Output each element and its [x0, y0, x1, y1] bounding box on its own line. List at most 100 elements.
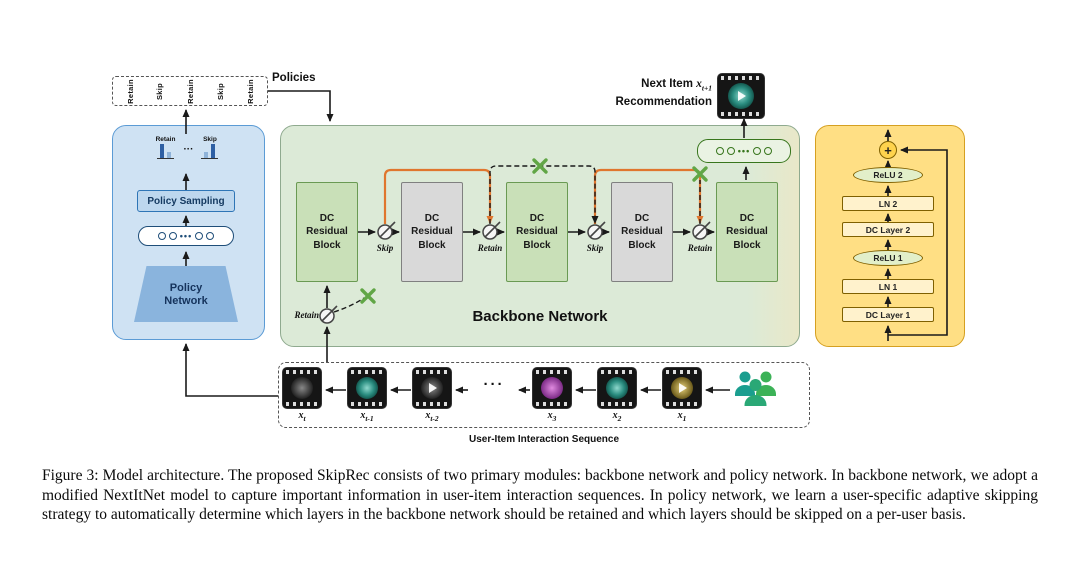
- bars: [157, 143, 174, 159]
- block-line: Block: [418, 239, 446, 251]
- ln1-node: LN 1: [842, 279, 934, 294]
- next-item-text: Next Item: [641, 78, 693, 90]
- film-reel-icon: [541, 377, 563, 399]
- policy-label: Skip: [155, 82, 165, 100]
- circle: [764, 147, 773, 155]
- item-label: x2: [612, 410, 622, 423]
- block-line: Residual: [306, 226, 348, 238]
- figure-caption: Figure 3: Model architecture. The propos…: [42, 467, 1038, 524]
- dc-residual-block-4: DC Residual Block: [611, 182, 673, 282]
- gate-label-skip-1: Skip: [376, 243, 394, 253]
- chart-label: Skip: [203, 136, 217, 143]
- residual-add-node: +: [879, 141, 897, 159]
- ellipsis: ···: [183, 144, 194, 155]
- policy-network-label-line2: Network: [164, 294, 208, 307]
- block-line: Block: [523, 239, 551, 251]
- retain-probability-chart: Retain: [155, 136, 176, 159]
- film-reel-icon: [291, 377, 313, 399]
- ellipsis: •••: [179, 230, 193, 241]
- block-line: DC: [319, 212, 335, 224]
- policies-title: Policies: [272, 72, 316, 84]
- item-label: xt-1: [360, 410, 374, 423]
- ellipsis: •••: [737, 145, 751, 156]
- sampling-probability-charts: Retain ··· Skip: [126, 136, 248, 159]
- item-thumbnail: [598, 368, 636, 408]
- item-thumbnail: [348, 368, 386, 408]
- gate-label-retain-4: Retain: [687, 243, 713, 253]
- backbone-title: Backbone Network: [472, 308, 608, 325]
- dc-layer1-node: DC Layer 1: [842, 307, 934, 322]
- relu2-node: ReLU 2: [853, 167, 923, 183]
- block-line: Block: [733, 239, 761, 251]
- dc-residual-block-1: DC Residual Block: [296, 182, 358, 282]
- play-icon: [679, 383, 687, 393]
- skip-cross-marks: [360, 158, 708, 304]
- next-item-variable: xt+1: [696, 78, 712, 93]
- circle: [157, 232, 166, 240]
- block-line: Block: [313, 239, 341, 251]
- policy-label: Skip: [215, 82, 225, 100]
- bars: [201, 143, 219, 159]
- next-item-label: Next Item xt+1 Recommendation: [566, 76, 713, 112]
- play-icon: [429, 383, 437, 393]
- skip-probability-chart: Skip: [201, 136, 219, 159]
- relu1-node: ReLU 1: [853, 250, 923, 266]
- ln2-node: LN 2: [842, 196, 934, 211]
- sequence-caption: User-Item Interaction Sequence: [468, 434, 620, 445]
- block-line: Block: [628, 239, 656, 251]
- block-line: Residual: [621, 226, 663, 238]
- item-thumbnail: [413, 368, 451, 408]
- item-thumbnail: [283, 368, 321, 408]
- chart-label: Retain: [155, 136, 176, 143]
- policy-label: Retain: [245, 78, 255, 104]
- policy-network-trapezoid: Policy Network: [134, 266, 238, 322]
- sequence-ellipsis: ···: [483, 376, 505, 393]
- next-item-line1: Next Item xt+1: [566, 76, 712, 94]
- dc-residual-block-2: DC Residual Block: [401, 182, 463, 282]
- policy-sampling-box: Policy Sampling: [137, 190, 235, 212]
- policy-label: Retain: [185, 78, 195, 104]
- film-reel-icon: [606, 377, 628, 399]
- item-label: xt-2: [425, 410, 439, 423]
- item-label: x1: [677, 410, 687, 423]
- gate-label-skip-3: Skip: [586, 243, 604, 253]
- dc-residual-block-5: DC Residual Block: [716, 182, 778, 282]
- circle: [195, 232, 204, 240]
- block-line: DC: [634, 212, 650, 224]
- next-item-thumbnail: [718, 74, 764, 118]
- circle: [715, 147, 724, 155]
- dc-layer2-node: DC Layer 2: [842, 222, 934, 237]
- policies-box: Retain Skip Retain Skip Retain: [112, 76, 268, 106]
- user-embedding-vector: •••: [138, 226, 234, 246]
- circle: [753, 147, 762, 155]
- black-arrows: [182, 90, 948, 397]
- block-line: DC: [529, 212, 545, 224]
- block-line: Residual: [516, 226, 558, 238]
- item-thumbnail: [663, 368, 701, 408]
- play-icon: [738, 91, 746, 101]
- item-label: xt: [298, 410, 306, 423]
- policy-label: Retain: [125, 78, 135, 104]
- gate-label-retain-2: Retain: [477, 243, 503, 253]
- policy-network-label-line1: Policy: [169, 281, 203, 294]
- dashed-retain-paths: [333, 165, 701, 313]
- users-icon: [735, 371, 776, 406]
- block-line: DC: [739, 212, 755, 224]
- film-reel-icon: [728, 83, 754, 109]
- output-layer: •••: [697, 139, 791, 163]
- block-line: Residual: [411, 226, 453, 238]
- block-line: DC: [424, 212, 440, 224]
- film-reel-icon: [421, 377, 443, 399]
- dc-residual-block-3: DC Residual Block: [506, 182, 568, 282]
- circle: [168, 232, 177, 240]
- item-label: x3: [547, 410, 557, 423]
- circle: [726, 147, 735, 155]
- circle: [206, 232, 215, 240]
- recommendation-text: Recommendation: [615, 95, 713, 108]
- item-thumbnail: [533, 368, 571, 408]
- gate-switch-icons: [319, 221, 711, 324]
- film-reel-icon: [671, 377, 693, 399]
- block-line: Residual: [726, 226, 768, 238]
